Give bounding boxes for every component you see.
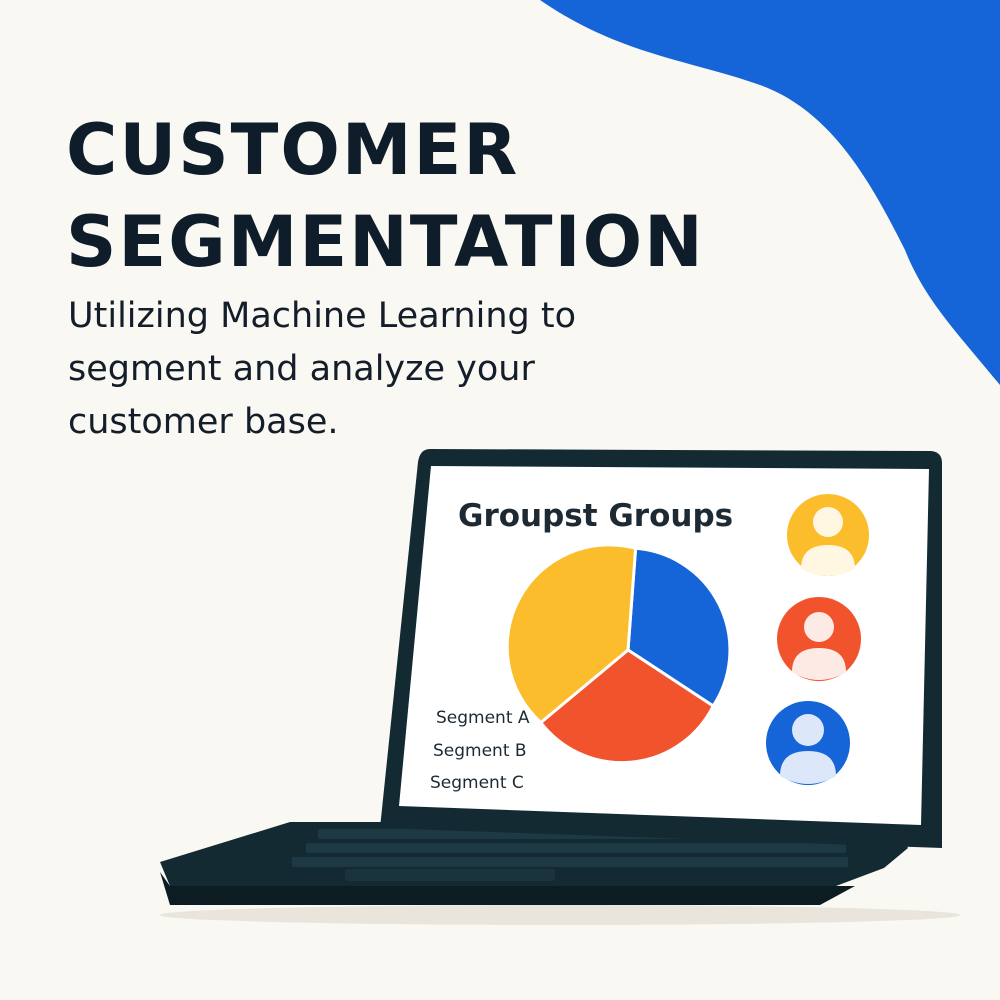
legend-segment-b: Segment B (433, 741, 527, 761)
screen-title: Groupst Groups (458, 498, 733, 534)
laptop-shadow (160, 905, 960, 925)
subheadline: Utilizing Machine Learning to segment an… (68, 290, 576, 449)
headline-line-2: SEGMENTATION (66, 201, 705, 283)
subheadline-line-1: Utilizing Machine Learning to (68, 296, 576, 336)
user-icon-yellow (787, 494, 869, 576)
trackpad (345, 869, 555, 881)
user-icon-blue (766, 701, 850, 785)
pie-slice-orange (538, 648, 716, 765)
subheadline-line-2: segment and analyze your (68, 349, 535, 389)
headline: CUSTOMER SEGMENTATION (66, 104, 705, 288)
blue-wave-shape (540, 0, 1000, 385)
pie-slice-yellow (505, 543, 638, 725)
segment-legend: Segment A Segment B Segment C (430, 708, 530, 793)
legend-segment-a: Segment A (436, 708, 530, 728)
headline-line-1: CUSTOMER (66, 109, 520, 191)
user-icon-orange (777, 597, 861, 681)
subheadline-line-3: customer base. (68, 402, 339, 442)
pie-chart (505, 543, 732, 765)
legend-segment-c: Segment C (430, 773, 524, 793)
laptop-screen: Groupst Groups Segment A Segment B Segme… (399, 466, 929, 825)
